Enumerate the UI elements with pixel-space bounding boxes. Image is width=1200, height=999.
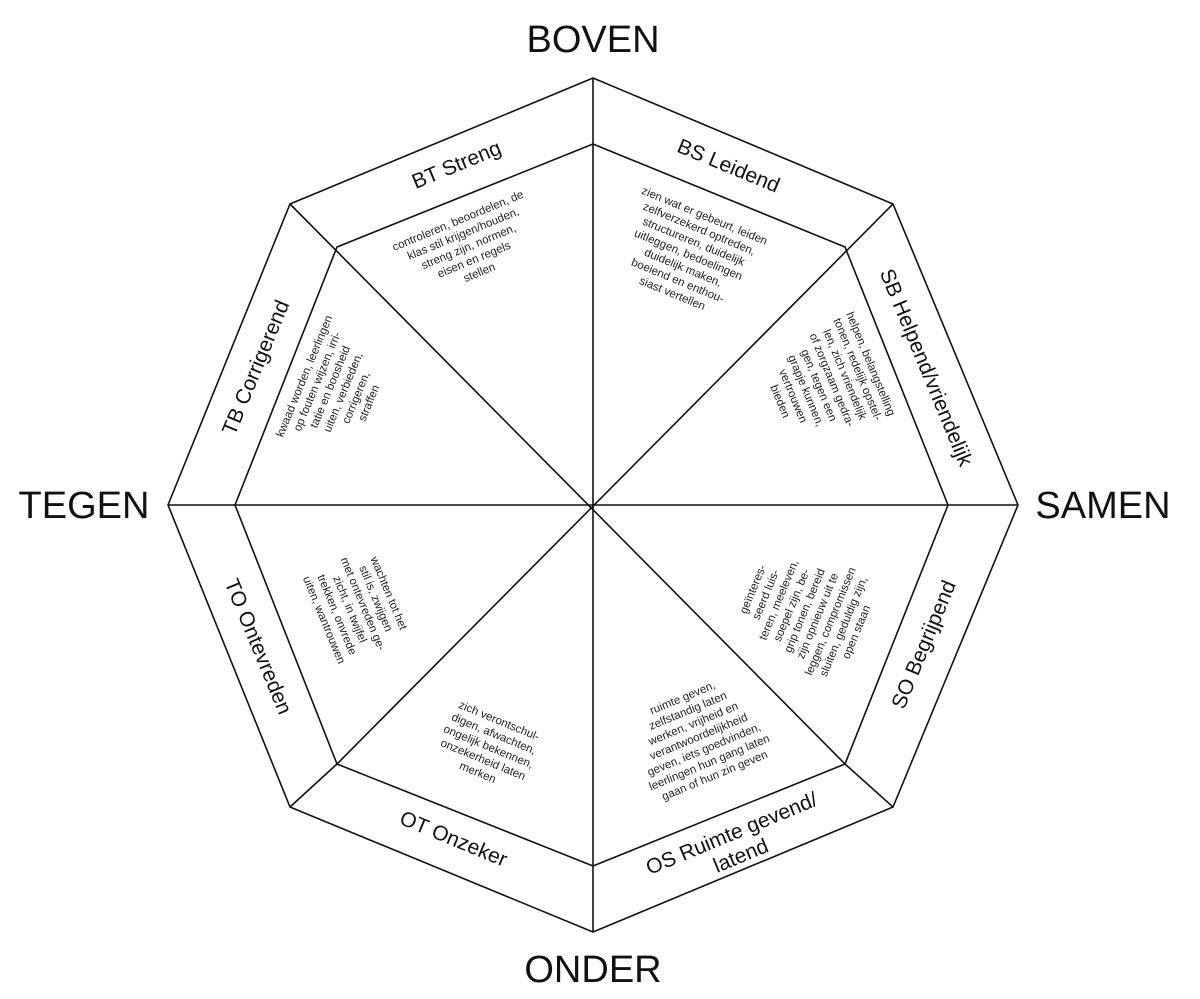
- segment-label-so: SO Begrijpend: [887, 577, 961, 712]
- segment-description-os: ruimte geven, zelfstandig laten werken, …: [646, 680, 772, 804]
- segment-description-sb: helpen, belangstelling tonen, redelijk o…: [767, 310, 897, 428]
- segment-description-so: geïnteres- seerd luis- teren, meeleven, …: [738, 558, 873, 678]
- segment-description-bt: controleren, beoordelen, de klas stil kr…: [391, 189, 526, 285]
- axis-label-right: SAMEN: [1035, 485, 1170, 527]
- segment-description-tb: kwaad worden, leerlingen op fouten wijze…: [274, 314, 382, 439]
- axis-label-top: BOVEN: [526, 19, 659, 61]
- segment-description-ot: zich verontschul- digen, afwachten, onge…: [439, 699, 542, 786]
- spokes: [168, 78, 1018, 932]
- segment-description-to: wachten tot het stil is, zwijgen met ont…: [300, 554, 409, 665]
- segment-label-to: TO Ontevreden: [220, 576, 296, 718]
- axis-label-bottom: ONDER: [524, 949, 661, 991]
- axis-label-left: TEGEN: [19, 485, 150, 527]
- segment-label-bs: BS Leidend: [674, 135, 783, 198]
- segment-label-ot: OT Onzeker: [396, 807, 510, 872]
